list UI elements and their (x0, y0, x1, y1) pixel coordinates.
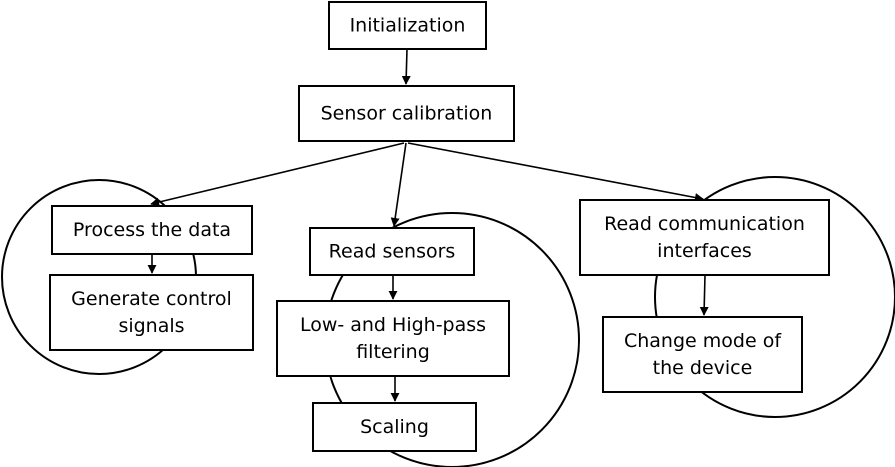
arrow-sensor-calibration-to-read-comm (407, 142, 704, 202)
node-initialization: Initialization (328, 1, 487, 50)
node-label-scaling: Scaling (360, 416, 429, 438)
node-box-generate-control (49, 274, 254, 351)
node-box-change-mode (602, 316, 803, 393)
node-box-initialization (328, 1, 487, 50)
node-box-sensor-calibration (298, 85, 515, 142)
node-label-read-comm-line-1: Read communication (604, 213, 805, 235)
node-label-sensor-calibration: Sensor calibration (321, 103, 493, 125)
node-scaling: Scaling (312, 402, 477, 452)
node-label-read-comm-line-2: interfaces (657, 240, 752, 262)
arrow-initialization-to-sensor-calibration (401, 48, 411, 85)
node-box-process-data (51, 205, 253, 255)
node-process-data: Process the data (51, 205, 253, 255)
node-sensor-calibration: Sensor calibration (298, 85, 515, 142)
loop-circle-right (654, 176, 895, 418)
node-label-read-sensors: Read sensors (329, 241, 456, 263)
node-generate-control: Generate control signals (49, 274, 254, 351)
edges-layer (147, 48, 709, 402)
node-filtering: Low- and High-pass filtering (276, 300, 510, 377)
node-label-change-mode-line-2: the device (653, 357, 753, 379)
node-label-filtering-line-2: filtering (356, 341, 430, 363)
node-label-generate-control-line-2: signals (118, 315, 184, 337)
node-label-process-data: Process the data (73, 219, 231, 241)
arrow-read-comm-to-change-mode (699, 274, 709, 316)
node-change-mode: Change mode of the device (602, 316, 803, 393)
node-read-comm: Read communication interfaces (579, 199, 830, 276)
node-box-read-sensors (309, 227, 475, 276)
node-label-generate-control-line-1: Generate control (71, 288, 232, 310)
arrow-sensor-calibration-to-process-data (150, 142, 405, 207)
node-box-read-comm (579, 199, 830, 276)
arrow-sensor-calibration-to-read-sensors (390, 142, 407, 227)
node-label-initialization: Initialization (350, 15, 466, 37)
node-label-change-mode-line-1: Change mode of (624, 330, 782, 352)
node-box-filtering (276, 300, 510, 377)
node-box-scaling (312, 402, 477, 452)
node-read-sensors: Read sensors (309, 227, 475, 276)
node-label-filtering-line-1: Low- and High-pass (300, 314, 486, 336)
